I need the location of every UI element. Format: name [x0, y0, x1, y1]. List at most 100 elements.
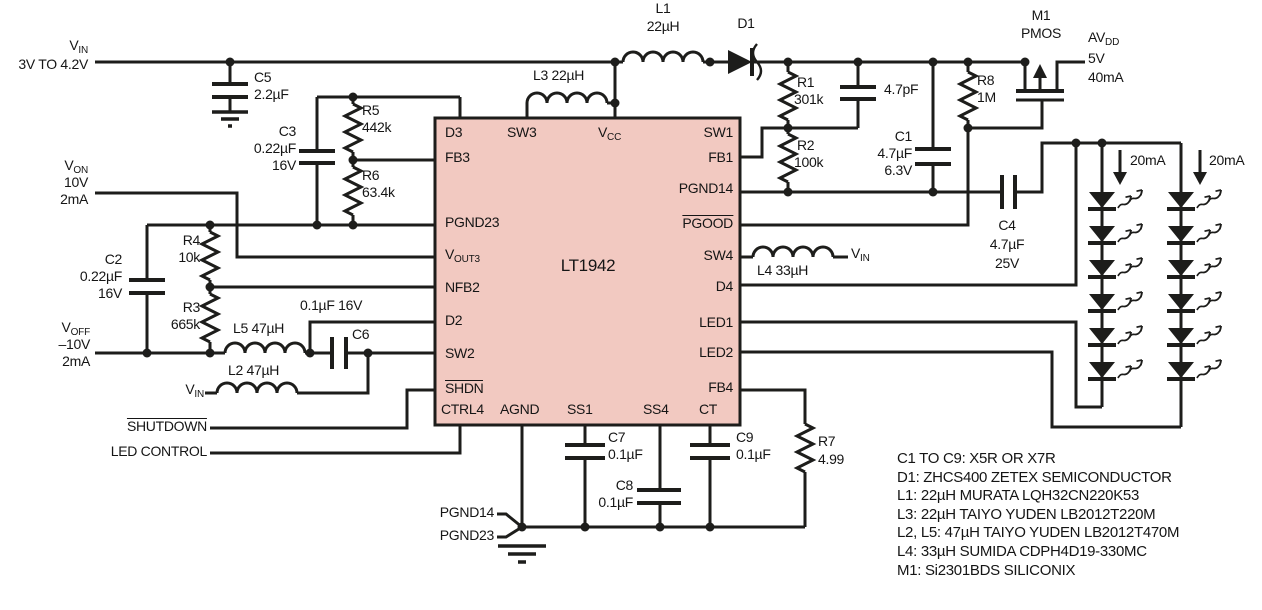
pin-vout3: VOUT3: [445, 246, 480, 265]
r3-value: 665k: [170, 316, 200, 332]
pin-sw1: SW1: [703, 124, 734, 140]
pin-nfb2: NFB2: [445, 279, 480, 295]
pin-pgood: PGOOD: [682, 215, 733, 231]
r8-ref: R8: [977, 72, 995, 88]
pin-sw4: SW4: [703, 247, 734, 263]
c8-ref: C8: [615, 477, 634, 493]
c1-value: 4.7µF: [877, 145, 912, 161]
resistor-r5: [341, 102, 365, 154]
resistor-r2: [776, 132, 800, 184]
ground-symbol-agnd: [498, 544, 546, 564]
c6-value: 0.1µF 16V: [300, 297, 363, 313]
resistors: [198, 70, 980, 474]
inductor-l4: [751, 245, 835, 258]
m1-ref: M1: [1031, 7, 1051, 23]
r5-value: 442k: [362, 119, 392, 135]
pin-led1: LED1: [699, 314, 733, 330]
inductor-l5: [223, 341, 307, 354]
inductor-l1: [621, 50, 705, 63]
r1-ref: R1: [797, 74, 815, 90]
parts-list-line: L4: 33µH SUMIDA CDPH4D19-330MC: [897, 542, 1147, 560]
avdd-label: AVDD: [1088, 29, 1120, 48]
parts-list-line: L3: 22µH TAIYO YUDEN LB2012T220M: [897, 505, 1156, 523]
l4-label: L4 33µH: [757, 262, 809, 278]
pin-ss4: SS4: [643, 401, 669, 417]
r2-ref: R2: [797, 137, 815, 153]
resistor-r6: [341, 165, 365, 217]
r5-ref: R5: [362, 102, 380, 118]
string1-current: 20mA: [1130, 152, 1166, 168]
ground-symbol-c5: [212, 110, 248, 128]
c2-voltage: 16V: [97, 285, 122, 301]
c7-ref: C7: [608, 429, 626, 445]
c3-value: 0.22µF: [253, 140, 296, 156]
voff-current: 2mA: [62, 353, 90, 369]
pin-ct: CT: [699, 401, 718, 417]
pgnd14-bottom-label: PGND14: [439, 504, 495, 520]
avdd-voltage: 5V: [1088, 50, 1105, 66]
c4-voltage: 25V: [994, 255, 1020, 271]
c5-ref: C5: [254, 69, 272, 85]
pin-ctrl4: CTRL4: [441, 401, 484, 417]
pin-pgnd23: PGND23: [445, 214, 500, 230]
pin-led2: LED2: [699, 344, 733, 360]
r3-ref: R3: [182, 299, 201, 315]
c2-ref: C2: [104, 251, 123, 267]
c3-ref: C3: [278, 123, 297, 139]
led-string-1: [1086, 188, 1144, 381]
parts-list-line: L1: 22µH MURATA LQH32CN220K53: [897, 487, 1140, 505]
c7-value: 0.1µF: [608, 446, 643, 462]
parts-list-line: L2, L5: 47µH TAIYO YUDEN LB2012T470M: [897, 524, 1180, 542]
led-string-2: [1165, 188, 1223, 381]
pin-shdn: SHDN: [445, 380, 484, 396]
junction-dots: [142, 57, 1107, 532]
c4-ref: C4: [998, 217, 1016, 233]
m1-type: PMOS: [1020, 25, 1062, 41]
ic-body: [433, 116, 742, 427]
c8-value: 0.1µF: [598, 494, 633, 510]
shutdown-label: SHUTDOWN: [126, 418, 207, 434]
voff-voltage: –10V: [58, 336, 91, 352]
led-control-label: LED CONTROL: [110, 443, 208, 459]
pin-d2: D2: [445, 312, 463, 328]
pin-d4: D4: [715, 278, 734, 294]
resistor-r3: [198, 292, 222, 344]
pin-fb1: FB1: [708, 149, 733, 165]
inductor-l2: [215, 381, 299, 394]
c3-voltage: 16V: [271, 157, 296, 173]
inductors: [215, 50, 835, 394]
pin-vcc: VCC: [598, 124, 622, 143]
l3-label: L3 22µH: [533, 67, 585, 83]
c-4p7pf-value: 4.7pF: [884, 81, 919, 97]
c5-value: 2.2µF: [254, 86, 289, 102]
von-current: 2mA: [60, 191, 88, 207]
resistor-r1: [776, 70, 800, 122]
diode-d1: [728, 43, 763, 81]
r7-value: 4.99: [818, 451, 845, 467]
pin-pgnd14: PGND14: [678, 180, 734, 196]
pin-fb4: FB4: [708, 379, 733, 395]
c2-value: 0.22µF: [79, 268, 122, 284]
string2-current: 20mA: [1209, 152, 1245, 168]
pin-ss1: SS1: [567, 401, 593, 417]
c9-value: 0.1µF: [736, 446, 771, 462]
resistor-r8: [956, 70, 980, 122]
pin-agnd: AGND: [500, 401, 540, 417]
l1-value: 22µH: [646, 18, 680, 34]
parts-list-line: D1: ZHCS400 ZETEX SEMICONDUCTOR: [897, 468, 1172, 486]
r4-value: 10k: [178, 249, 200, 265]
capacitor-plates: [129, 82, 1017, 505]
pgnd23-bottom-label: PGND23: [439, 527, 495, 543]
parts-list-line: C1 TO C9: X5R OR X7R: [897, 450, 1056, 467]
vin-top-range: 3V TO 4.2V: [18, 56, 88, 72]
l1-ref: L1: [655, 0, 671, 16]
vin-top-label: VIN: [69, 37, 88, 56]
pin-sw3: SW3: [507, 124, 537, 140]
von-label: VON: [64, 157, 88, 176]
resistor-r4: [198, 230, 222, 282]
resistor-r7: [793, 422, 817, 474]
c4-value: 4.7µF: [989, 236, 1025, 252]
l2-label: L2 47µH: [228, 362, 280, 378]
